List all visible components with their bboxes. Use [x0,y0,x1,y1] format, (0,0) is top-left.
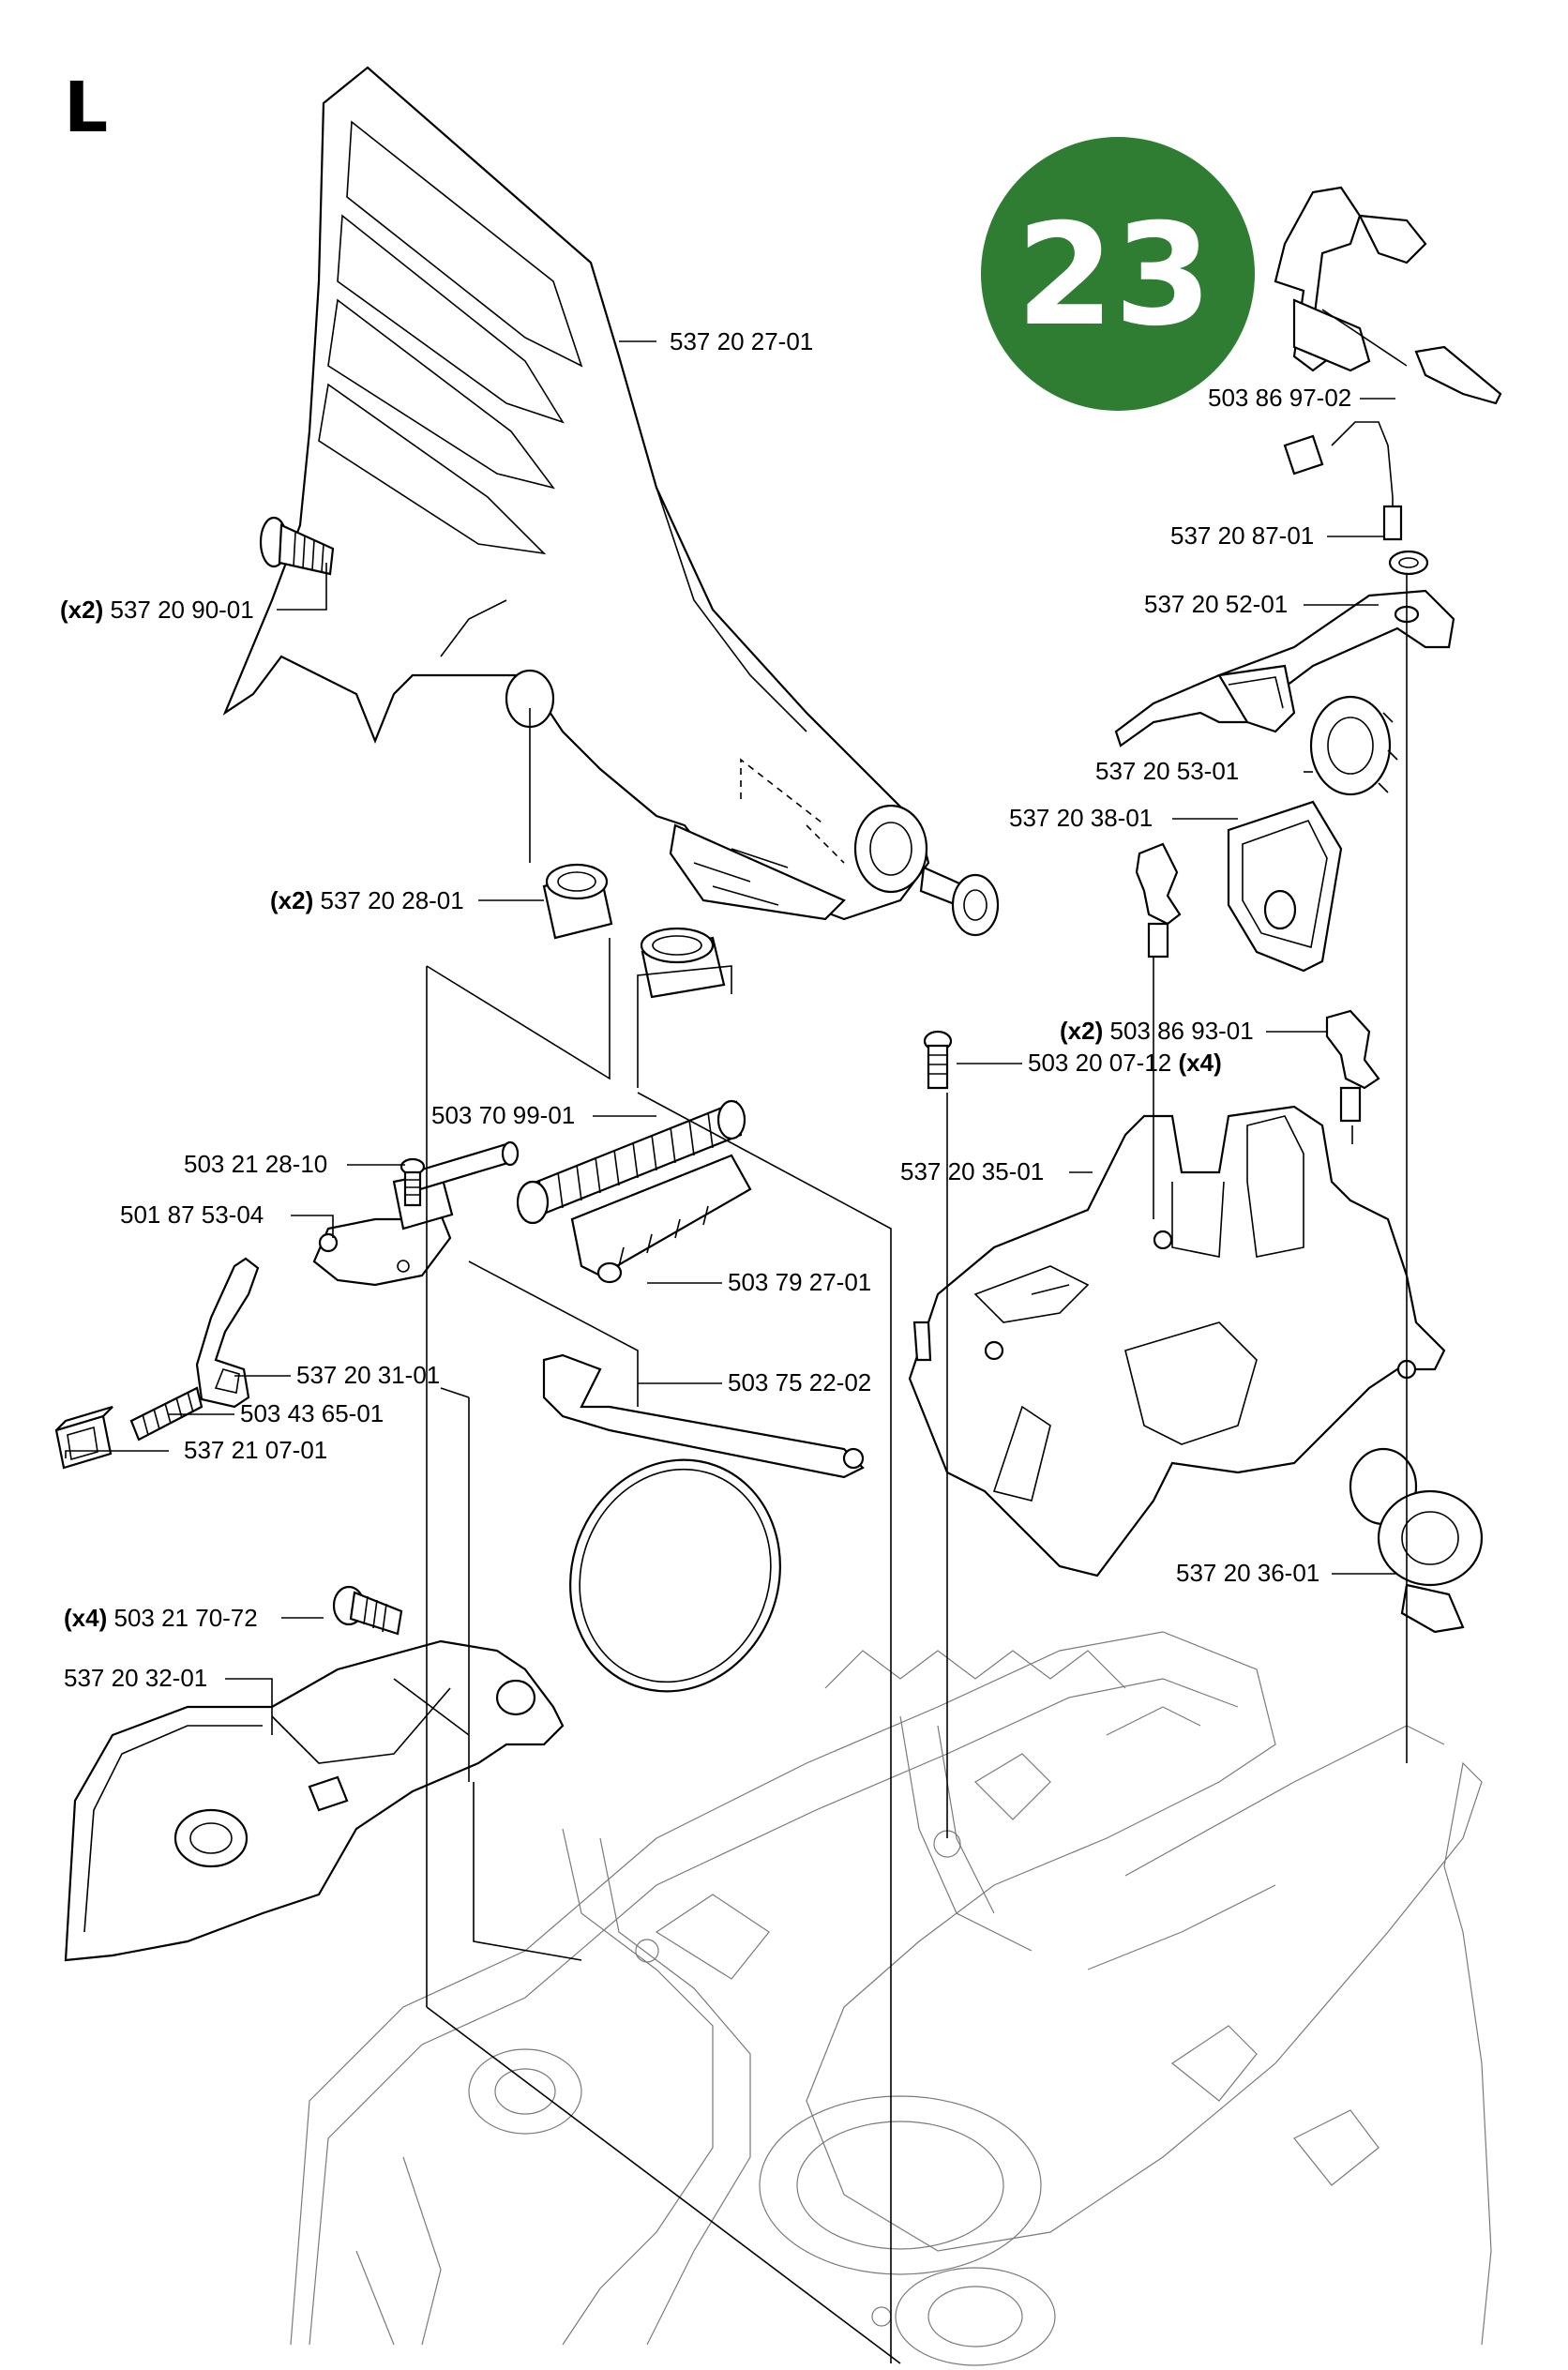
cable-537-20-87-01 [1283,421,1429,576]
label-503-70-99-01: 503 70 99-01 [431,1101,575,1129]
bushing-537-20-36-01 [1349,1447,1484,1634]
label-537-20-28-01: (x2) 537 20 28-01 [270,886,464,914]
screw-537-20-90-01 [259,516,335,576]
screw-handle-right [919,866,1000,937]
label-537-20-52-01: 537 20 52-01 [1144,590,1288,618]
label-503-86-93-01: (x2) 503 86 93-01 [1060,1017,1254,1045]
badge-number: 23 [1017,194,1213,357]
alignment-lines [393,574,1408,2364]
bushing-537-20-53-01 [1309,695,1398,796]
page-badge: 23 [981,137,1255,411]
spring-503-70-99-01 [516,1099,746,1225]
label-503-21-28-10: 503 21 28-10 [184,1150,327,1178]
label-537-20-35-01: 537 20 35-01 [900,1157,1044,1185]
clip-503-86-93-01-right [1325,1009,1380,1123]
clip-503-86-93-01-left [1135,842,1182,959]
brake-band-503-75-22-02 [542,1353,865,1693]
lever-537-20-31-01 [195,1257,260,1409]
label-537-20-36-01: 537 20 36-01 [1176,1559,1319,1587]
spring-503-43-65-01 [129,1386,204,1442]
stop-lever-537-20-52-01 [1114,589,1455,747]
label-537-20-32-01: 537 20 32-01 [64,1664,207,1692]
label-503-43-65-01: 503 43 65-01 [240,1399,384,1427]
label-537-20-90-01: (x2) 537 20 90-01 [60,596,254,624]
label-leaders [65,340,1397,1735]
section-letter: L [64,68,108,148]
label-537-20-38-01: 537 20 38-01 [1009,804,1153,832]
block-537-21-07-01 [54,1405,113,1470]
cover-503-79-27-01 [570,1154,752,1284]
throttle-trigger-503-86-97-02 [1274,186,1502,405]
screw-503-21-28-10 [400,1157,426,1207]
screw-503-21-70-72 [332,1585,403,1636]
bushing-537-20-28-01 [542,863,726,999]
plate-537-20-38-01 [1227,800,1343,973]
label-537-20-31-01: 537 20 31-01 [296,1361,440,1389]
label-537-20-87-01: 537 20 87-01 [1170,521,1314,550]
label-501-87-53-04: 501 87 53-04 [120,1200,264,1229]
label-503-86-97-02: 503 86 97-02 [1208,384,1351,412]
crankcase-ghost [290,1631,1492,2366]
label-503-21-70-72: (x4) 503 21 70-72 [64,1604,258,1632]
clutch-cover-537-20-32-01 [64,1639,565,1962]
label-537-20-27-01: 537 20 27-01 [670,327,813,355]
label-503-20-07-12: 503 20 07-12 (x4) [1028,1049,1222,1077]
front-handle-guard [222,66,930,921]
label-503-75-22-02: 503 75 22-02 [728,1368,871,1396]
label-537-20-53-01: 537 20 53-01 [1095,757,1239,785]
brake-link-501-87-53-04 [312,1140,520,1287]
part-labels: 537 20 27-01 (x2) 537 20 90-01 (x2) 537 … [60,327,1351,1692]
badge-circle [981,137,1255,411]
label-537-21-07-01: 537 21 07-01 [184,1436,327,1464]
screw-503-20-07-12 [923,1030,953,1090]
label-503-79-27-01: 503 79 27-01 [728,1268,871,1296]
